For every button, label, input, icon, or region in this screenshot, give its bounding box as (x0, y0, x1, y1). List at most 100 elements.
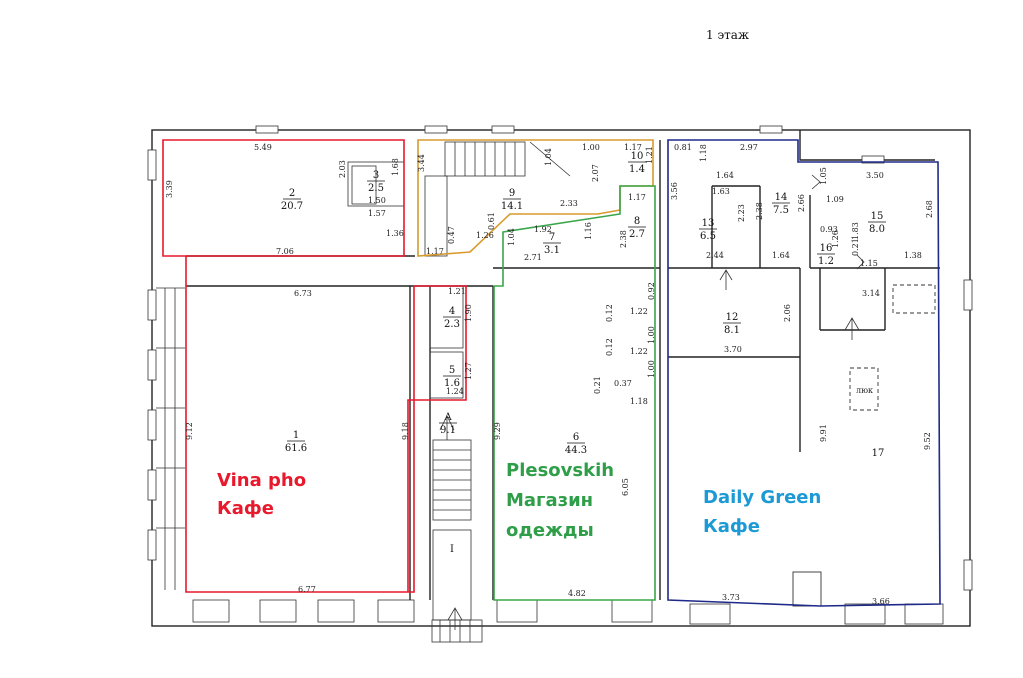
dimension-label: 1.17 (426, 247, 444, 256)
dimension-label: 1.18 (630, 397, 648, 406)
dimension-label: 1.22 (630, 307, 648, 316)
room-number: 8 (634, 216, 640, 227)
dimension-label: 1.22 (630, 347, 648, 356)
window (147, 529, 157, 561)
window (255, 125, 279, 134)
room-number: 12 (726, 312, 739, 323)
tenant-vina-type: Кафе (217, 498, 274, 519)
window (904, 603, 944, 625)
stove-box (792, 571, 822, 607)
dimension-label: 1.21 (448, 287, 466, 296)
dimension-label: 2.38 (619, 230, 628, 248)
room-area: 2.3 (444, 319, 460, 330)
room-number: 17 (872, 448, 885, 459)
room-number: 14 (775, 192, 788, 203)
room-area: 1.6 (444, 378, 460, 389)
window (424, 125, 448, 134)
dimension-label: 1.00 (582, 143, 600, 152)
dimension-label: 2.71 (524, 253, 542, 262)
dimension-label: 2.33 (560, 199, 578, 208)
room-area: 8.1 (724, 325, 740, 336)
dimension-label: 9.18 (401, 422, 410, 440)
dimension-label: 4.82 (568, 589, 586, 598)
window (963, 559, 973, 591)
dimension-label: 1.00 (647, 326, 656, 344)
window (963, 279, 973, 311)
room-number: 5 (449, 365, 455, 376)
room-number: 3 (373, 170, 379, 181)
direction-arrows (439, 174, 865, 630)
dimension-label: 1.15 (860, 259, 878, 268)
window (147, 469, 157, 501)
dimension-label: 1.21 (645, 146, 654, 164)
dimension-label: 0.81 (674, 143, 692, 152)
dimension-label: 2.38 (755, 202, 764, 220)
left-window-stack (156, 287, 185, 590)
dimension-label: 0.47 (447, 226, 456, 244)
room-number: 10 (631, 151, 644, 162)
window (317, 599, 355, 623)
room-area: 8.0 (869, 224, 885, 235)
dimension-label: 1.16 (584, 222, 593, 240)
dimension-label: 6.73 (294, 289, 312, 298)
tenant-plesovskih-type1: Магазин (506, 490, 593, 511)
window (377, 599, 415, 623)
room-area: 7.5 (773, 205, 789, 216)
room-area: 2.5 (368, 183, 384, 194)
dimension-label: 2.23 (737, 204, 746, 222)
window (147, 409, 157, 441)
room-area: 9.1 (440, 425, 456, 436)
room-3-inner (351, 165, 377, 205)
room-area: 3.1 (544, 245, 560, 256)
dimension-label: 1.50 (368, 196, 386, 205)
window (759, 125, 783, 134)
dimension-label: 2.06 (783, 304, 792, 322)
hatch-label: люк (856, 386, 873, 395)
dimension-label: 3.70 (724, 345, 742, 354)
room-number: А (444, 412, 452, 423)
dimension-label: 3.66 (872, 597, 890, 606)
window (844, 603, 886, 625)
dimension-label: 3.44 (417, 154, 426, 172)
dimension-label: 1.26 (831, 230, 840, 248)
building-outline-notch (799, 130, 935, 161)
room-number: 2 (289, 188, 295, 199)
room-number: 1 (293, 430, 299, 441)
room-number: I (450, 544, 454, 555)
dimension-label: 1.57 (368, 209, 386, 218)
floor-title: 1 этаж (706, 28, 750, 42)
dimension-label: 1.38 (904, 251, 922, 260)
tenant-daily-type: Кафе (703, 516, 760, 537)
vina-pho-outline (162, 139, 467, 593)
dimension-label: 9.29 (493, 422, 502, 440)
dimension-label: 0.12 (605, 338, 614, 356)
dimension-label: 1.05 (819, 167, 828, 185)
hatch-outline (849, 367, 879, 411)
window (861, 155, 885, 164)
dimension-label: 1.64 (716, 171, 734, 180)
dimension-label: 0.12 (605, 304, 614, 322)
dimension-label: 9.91 (819, 424, 828, 442)
dimension-label: 2.68 (925, 200, 934, 218)
dimension-label: 0.37 (614, 379, 632, 388)
tenant-vina-name: Vina pho (217, 470, 306, 491)
dimension-label: 1.36 (386, 229, 404, 238)
dimension-label: 1.63 (712, 187, 730, 196)
window (147, 289, 157, 321)
dimension-label: 1.17 (628, 193, 646, 202)
room-area: 1.2 (818, 256, 834, 267)
window (689, 603, 731, 625)
dimension-label: 1.92 (534, 225, 552, 234)
room-number: 15 (871, 211, 884, 222)
room-area: 6.5 (700, 231, 716, 242)
dimension-label: 1.17 (624, 143, 642, 152)
window (192, 599, 230, 623)
window (491, 125, 515, 134)
room-area: 2.7 (629, 229, 645, 240)
stair-outline (417, 139, 654, 257)
dimension-label: 0.21 (851, 238, 860, 256)
dimension-label: 1.00 (647, 360, 656, 378)
staircase-lower (431, 439, 483, 643)
dimension-label: 0.92 (647, 282, 656, 300)
dimension-label: 2.03 (338, 160, 347, 178)
